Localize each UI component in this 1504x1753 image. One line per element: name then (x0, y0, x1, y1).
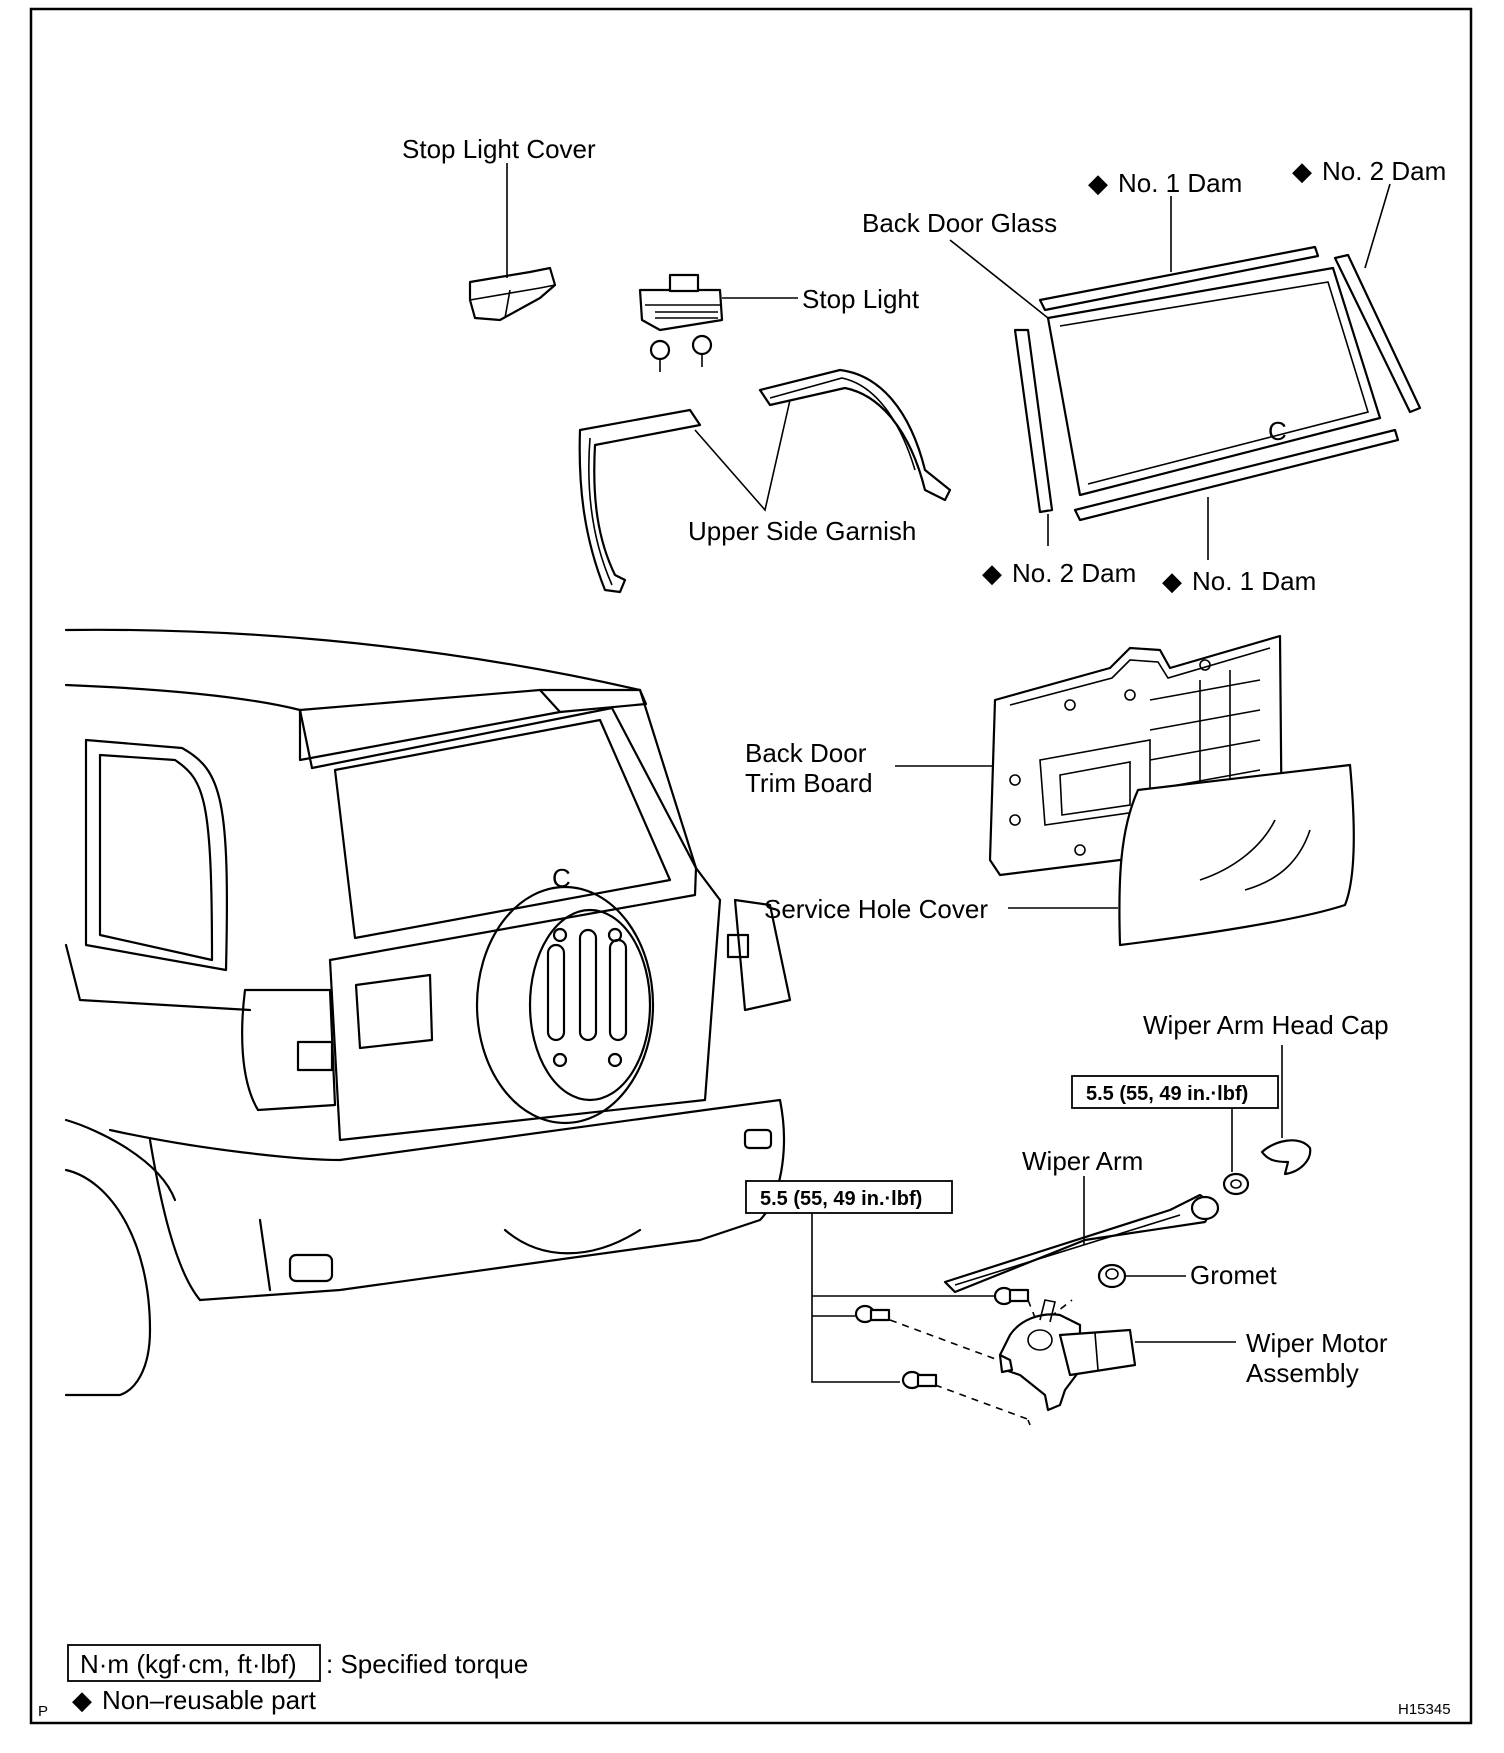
vehicle-rear-illustration: C (64, 628, 792, 1397)
label-upper-side-garnish: Upper Side Garnish (688, 516, 916, 546)
label-wiper-motor-1: Wiper Motor (1246, 1328, 1388, 1358)
diamond-no1-dam-top: ◆ (1088, 168, 1108, 198)
stop-light-screws (649, 334, 713, 372)
label-stop-light-cover: Stop Light Cover (402, 134, 596, 164)
legend-torque-desc: : Specified torque (326, 1649, 528, 1679)
label-no1-dam-bottom: No. 1 Dam (1192, 566, 1316, 596)
service-hole-cover-part (1118, 763, 1355, 947)
label-no1-dam-top: No. 1 Dam (1118, 168, 1242, 198)
wiper-motor-assembly-part (998, 1299, 1137, 1412)
label-back-door-trim-board-1: Back Door (745, 738, 867, 768)
label-no2-dam-top: No. 2 Dam (1322, 156, 1446, 186)
stop-light-cover-part (468, 266, 557, 322)
corner-letter: P (38, 1703, 48, 1720)
legend: N·m (kgf·cm, ft·lbf) : Specified torque … (67, 1644, 528, 1715)
torque-value-wiper-motor: 5.5 (55, 49 in.·lbf) (760, 1188, 922, 1210)
back-door-glass-part: C (1046, 266, 1382, 497)
rear-window-mark: C (552, 863, 571, 893)
torque-box-wiper-arm (1071, 1075, 1279, 1109)
wiper-motor-bolt-2 (854, 1304, 891, 1324)
wiper-motor-bolt-1 (993, 1286, 1030, 1306)
no1-dam-lower (1073, 428, 1400, 522)
diamond-no2-dam-bottom: ◆ (982, 558, 1002, 588)
legend-torque-box (67, 1644, 321, 1682)
label-gromet: Gromet (1190, 1260, 1277, 1290)
legend-torque-unit: N·m (kgf·cm, ft·lbf) (80, 1649, 297, 1679)
diamond-no1-dam-bottom: ◆ (1162, 566, 1182, 596)
wiper-arm-nut-part (1222, 1172, 1250, 1196)
torque-box-wiper-motor (745, 1180, 953, 1214)
stop-light-part (638, 273, 724, 332)
legend-nonreusable-desc: Non–reusable part (102, 1685, 317, 1715)
wiper-motor-bolt-3 (901, 1370, 938, 1390)
wiper-arm-part (943, 1193, 1220, 1294)
label-wiper-arm: Wiper Arm (1022, 1146, 1143, 1176)
label-wiper-motor-2: Assembly (1246, 1358, 1359, 1388)
figure-code: H15345 (1398, 1701, 1451, 1718)
label-stop-light: Stop Light (802, 284, 920, 314)
diagram-frame (29, 7, 1473, 1725)
wiper-arm-head-cap-part (1260, 1139, 1312, 1176)
gromet-part (1097, 1263, 1127, 1289)
label-service-hole-cover: Service Hole Cover (764, 894, 988, 924)
no2-dam-right (1333, 253, 1422, 414)
label-wiper-arm-head-cap: Wiper Arm Head Cap (1143, 1010, 1389, 1040)
no2-dam-left (1013, 328, 1054, 514)
torque-value-wiper-arm: 5.5 (55, 49 in.·lbf) (1086, 1083, 1248, 1105)
upper-side-garnish-left (578, 408, 702, 594)
diamond-no2-dam-top: ◆ (1292, 156, 1312, 186)
label-back-door-trim-board-2: Trim Board (745, 768, 873, 798)
label-back-door-glass: Back Door Glass (862, 208, 1057, 238)
label-no2-dam-bottom: No. 2 Dam (1012, 558, 1136, 588)
glass-mark: C (1268, 416, 1287, 446)
no1-dam-upper (1038, 245, 1320, 312)
upper-side-garnish-right (758, 368, 952, 502)
legend-diamond: ◆ (72, 1685, 92, 1715)
